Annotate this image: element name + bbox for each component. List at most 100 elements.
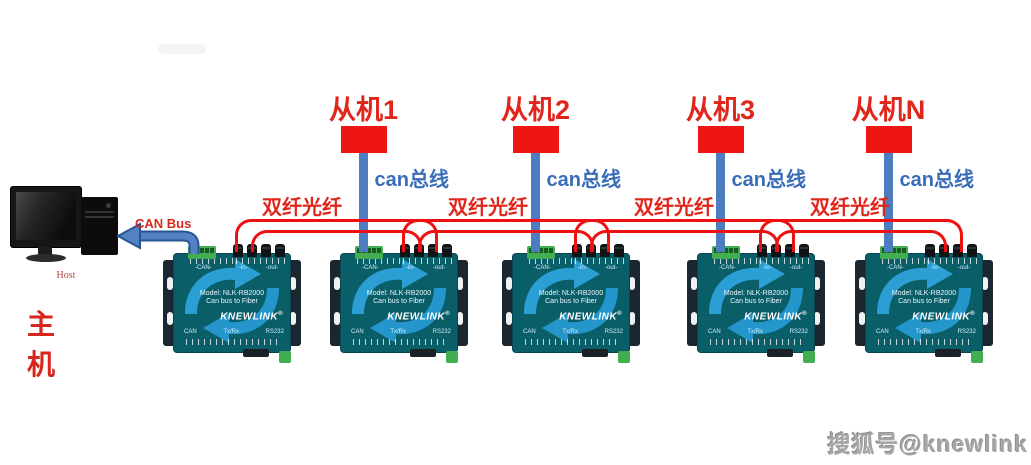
can-bus-line (716, 151, 725, 252)
pin-number-marks (525, 339, 617, 345)
pc-tower (81, 197, 118, 255)
can-port-label: -CAN- (719, 265, 736, 271)
pin-number-marks (353, 339, 445, 345)
slave-node-box (512, 126, 559, 153)
can-bus-arrow-icon (116, 222, 200, 254)
fiber-label: 双纤光纤 (810, 197, 890, 219)
swirl-logo-icon (877, 259, 971, 343)
swirl-logo-icon (709, 259, 803, 343)
fiber-label: 双纤光纤 (448, 197, 528, 219)
fiber-in-label: -in- (239, 265, 248, 271)
fiber-converter-device: -CAN- -in- -out- Model: NLK-RB2000 Can b… (855, 244, 993, 363)
fiber-out-label: -out- (790, 265, 803, 271)
fiber-label: 双纤光纤 (634, 197, 714, 219)
fiber-converter-device: -CAN- -in- -out- Model: NLK-RB2000 Can b… (687, 244, 825, 363)
serial-connector (582, 349, 608, 357)
model-text: Model: NLK-RB2000 Can bus to Fiber (538, 290, 604, 305)
slave-label: 从机N (851, 95, 926, 125)
swirl-logo-icon (524, 259, 618, 343)
device-body: -CAN- -in- -out- Model: NLK-RB2000 Can b… (173, 253, 291, 353)
watermark: 搜狐号@knewlink (827, 431, 1028, 457)
pin-number-marks (710, 339, 802, 345)
fiber-cable (590, 230, 779, 252)
can-bus-line (359, 151, 368, 252)
pin-number-marks (190, 258, 234, 264)
device-body: -CAN- -in- -out- Model: NLK-RB2000 Can b… (512, 253, 630, 353)
host-caption: Host (56, 270, 76, 281)
can-port-label: -CAN- (534, 265, 551, 271)
pin-number-marks (357, 258, 401, 264)
pin-number-marks (529, 258, 573, 264)
fiber-cable (574, 219, 795, 252)
fiber-cable (759, 219, 963, 252)
fiber-in-label: -in- (931, 265, 940, 271)
bottom-port-labels: CAN Tx/Rx RS232 (708, 329, 808, 335)
monitor (10, 186, 82, 248)
fiber-connector (799, 244, 809, 257)
power-terminal (279, 351, 291, 363)
serial-connector (410, 349, 436, 357)
power-terminal (446, 351, 458, 363)
scan-smudge (158, 44, 206, 54)
slave-label: 从机1 (328, 95, 399, 125)
model-text: Model: NLK-RB2000 Can bus to Fiber (891, 290, 957, 305)
bottom-port-labels: CAN Tx/Rx RS232 (184, 329, 284, 335)
pin-number-marks (760, 258, 814, 264)
fiber-connector (614, 244, 624, 257)
brand-logo: KNEWLINK® (387, 311, 450, 323)
fiber-cable (775, 230, 947, 252)
power-button-icon (106, 203, 111, 208)
model-text: Model: NLK-RB2000 Can bus to Fiber (723, 290, 789, 305)
fiber-cable (235, 219, 438, 252)
monitor-screen (16, 192, 76, 240)
fiber-out-label: -out- (266, 265, 279, 271)
serial-connector (767, 349, 793, 357)
bottom-port-labels: CAN Tx/Rx RS232 (351, 329, 451, 335)
host-title: 主机 (27, 309, 58, 380)
model-text: Model: NLK-RB2000 Can bus to Fiber (199, 290, 265, 305)
can-port-label: -CAN- (195, 265, 212, 271)
device-body: -CAN- -in- -out- Model: NLK-RB2000 Can b… (340, 253, 458, 353)
slave-label: 从机3 (685, 95, 756, 125)
slave-node-box (340, 126, 387, 153)
pin-number-marks (878, 339, 970, 345)
pin-number-marks (186, 339, 278, 345)
can-bus-arrow-label: CAN Bus (135, 216, 192, 231)
slave-label: 从机2 (500, 95, 571, 125)
model-text: Model: NLK-RB2000 Can bus to Fiber (366, 290, 432, 305)
fiber-converter-device: -CAN- -in- -out- Model: NLK-RB2000 Can b… (502, 244, 640, 363)
fiber-out-label: -out- (433, 265, 446, 271)
pin-number-marks (928, 258, 982, 264)
fiber-out-label: -out- (958, 265, 971, 271)
brand-logo: KNEWLINK® (744, 311, 807, 323)
fiber-connector (925, 244, 935, 257)
swirl-logo-icon (352, 259, 446, 343)
fiber-converter-device: -CAN- -in- -out- Model: NLK-RB2000 Can b… (163, 244, 301, 363)
fiber-cable (402, 219, 610, 252)
serial-connector (243, 349, 269, 357)
can-bus-line (531, 151, 540, 252)
bottom-port-labels: CAN Tx/Rx RS232 (523, 329, 623, 335)
fiber-in-label: -in- (578, 265, 587, 271)
fiber-label: 双纤光纤 (262, 197, 342, 219)
pin-number-marks (236, 258, 290, 264)
monitor-stand-base (26, 254, 66, 262)
pin-number-marks (882, 258, 926, 264)
fiber-connector (967, 244, 977, 257)
fiber-connector (275, 244, 285, 257)
serial-connector (935, 349, 961, 357)
power-terminal (618, 351, 630, 363)
device-body: -CAN- -in- -out- Model: NLK-RB2000 Can b… (697, 253, 815, 353)
power-terminal (803, 351, 815, 363)
swirl-logo-icon (185, 259, 279, 343)
fiber-converter-device: -CAN- -in- -out- Model: NLK-RB2000 Can b… (330, 244, 468, 363)
fiber-cable (418, 230, 594, 252)
can-bus-label: can总线 (731, 169, 806, 191)
can-bus-label: can总线 (546, 169, 621, 191)
slave-node-box (697, 126, 744, 153)
power-terminal (971, 351, 983, 363)
fiber-cable (251, 230, 422, 252)
can-port-label: -CAN- (362, 265, 379, 271)
can-bus-line (884, 151, 893, 252)
